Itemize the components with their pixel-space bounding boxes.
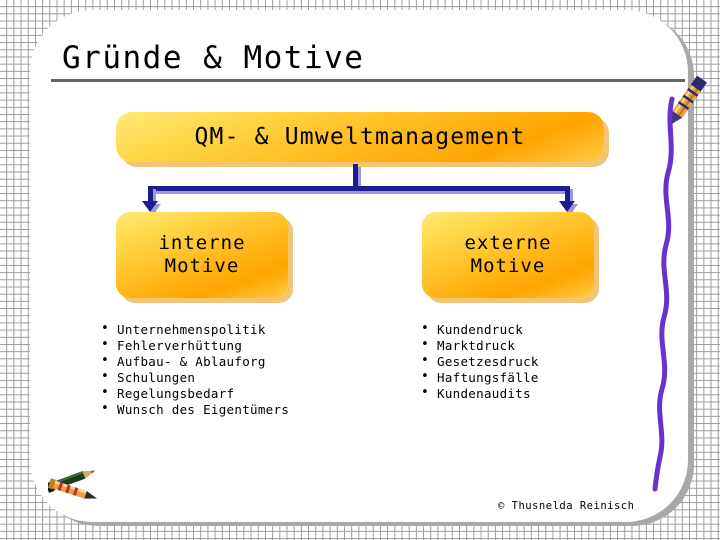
list-item: Haftungsfälle bbox=[420, 369, 539, 386]
connector-left-drop-shadow bbox=[151, 189, 156, 212]
crayon-doodle-line bbox=[652, 96, 675, 492]
connector-right-drop bbox=[565, 186, 570, 209]
list-item: Schulungen bbox=[100, 369, 289, 386]
copyright-notice: © Thusnelda Reinisch bbox=[498, 500, 635, 512]
connector-bar-shadow bbox=[151, 189, 573, 194]
list-item: Unternehmenspolitik bbox=[100, 321, 289, 338]
list-item: Kundendruck bbox=[420, 321, 539, 338]
connector-stem bbox=[353, 164, 358, 190]
diagram-node-external[interactable]: externe Motive bbox=[422, 212, 594, 298]
node-external-line2: Motive bbox=[470, 255, 546, 277]
list-item: Gesetzesdruck bbox=[420, 353, 539, 370]
list-item: Regelungsbedarf bbox=[100, 385, 289, 402]
crayons-bottom-left-icon bbox=[48, 470, 97, 499]
arrow-left-icon bbox=[142, 201, 158, 212]
connector-bar bbox=[148, 186, 570, 191]
list-item: Kundenaudits bbox=[420, 385, 539, 402]
external-motives-list: Kundendruck Marktdruck Gesetzesdruck Haf… bbox=[420, 321, 539, 402]
arrow-right-icon bbox=[559, 201, 575, 212]
node-internal-line1: interne bbox=[158, 231, 246, 254]
internal-motives-list: Unternehmenspolitik Fehlerverhüttung Auf… bbox=[100, 321, 289, 418]
connector-right-drop-shadow bbox=[568, 189, 573, 212]
diagram-node-internal[interactable]: interne Motive bbox=[116, 212, 288, 298]
crayon-top-right-icon bbox=[669, 75, 707, 125]
diagram-node-root[interactable]: QM- & Umweltmanagement bbox=[116, 112, 604, 162]
node-internal-line2: Motive bbox=[164, 255, 240, 277]
connector-left-drop bbox=[148, 186, 153, 209]
list-item: Aufbau- & Ablauforg bbox=[100, 353, 289, 370]
list-item: Fehlerverhüttung bbox=[100, 337, 289, 354]
connector-stem-shadow bbox=[356, 167, 361, 190]
node-external-line1: externe bbox=[464, 231, 552, 254]
list-item: Marktdruck bbox=[420, 337, 539, 354]
page-title: Gründe & Motive bbox=[62, 40, 365, 76]
title-divider bbox=[51, 79, 685, 82]
list-item: Wunsch des Eigentümers bbox=[100, 401, 289, 418]
